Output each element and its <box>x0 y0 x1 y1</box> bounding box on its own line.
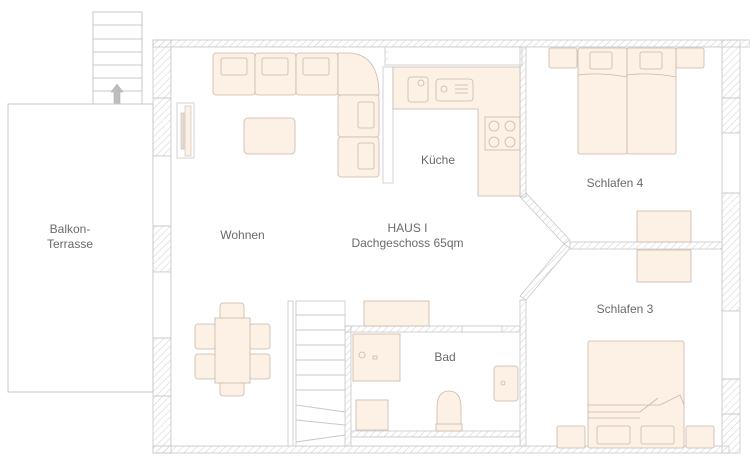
wardrobe <box>636 210 692 283</box>
interior-staircase <box>287 300 346 447</box>
dining-table <box>194 302 271 397</box>
hall-cabinet <box>363 300 430 327</box>
washing-machine <box>355 399 389 431</box>
floor-subtitle: Dachgeschoss 65qm <box>351 236 464 250</box>
interior-walls <box>344 46 723 447</box>
room-label-balcony: Balkon- Terrasse <box>30 222 110 252</box>
room-label-bedroom3: Schlafen 3 <box>596 302 654 316</box>
room-label-kitchen: Küche <box>420 153 456 167</box>
toilet-icon <box>435 390 463 432</box>
coffee-table <box>243 117 296 155</box>
room-label-bedroom4: Schlafen 4 <box>586 176 644 190</box>
shower-icon <box>352 333 401 382</box>
room-label-bath: Bad <box>434 350 456 364</box>
double-bed-schlafen-3 <box>556 340 715 449</box>
plan-title: HAUS I Dachgeschoss 65qm <box>340 221 475 251</box>
balcony-terrace <box>7 103 154 393</box>
room-label-living: Wohnen <box>220 228 265 242</box>
tv-unit <box>176 102 195 159</box>
double-bed-schlafen-4 <box>548 47 705 155</box>
sink-icon <box>407 76 474 103</box>
washbasin-icon <box>493 365 519 402</box>
house-title: HAUS I <box>387 221 428 235</box>
corner-sofa <box>212 52 380 178</box>
kitchen-counter <box>392 66 521 197</box>
balcony-label-line1: Balkon- <box>49 222 91 236</box>
balcony-label-line2: Terrasse <box>46 237 93 251</box>
stove-icon <box>484 116 521 151</box>
